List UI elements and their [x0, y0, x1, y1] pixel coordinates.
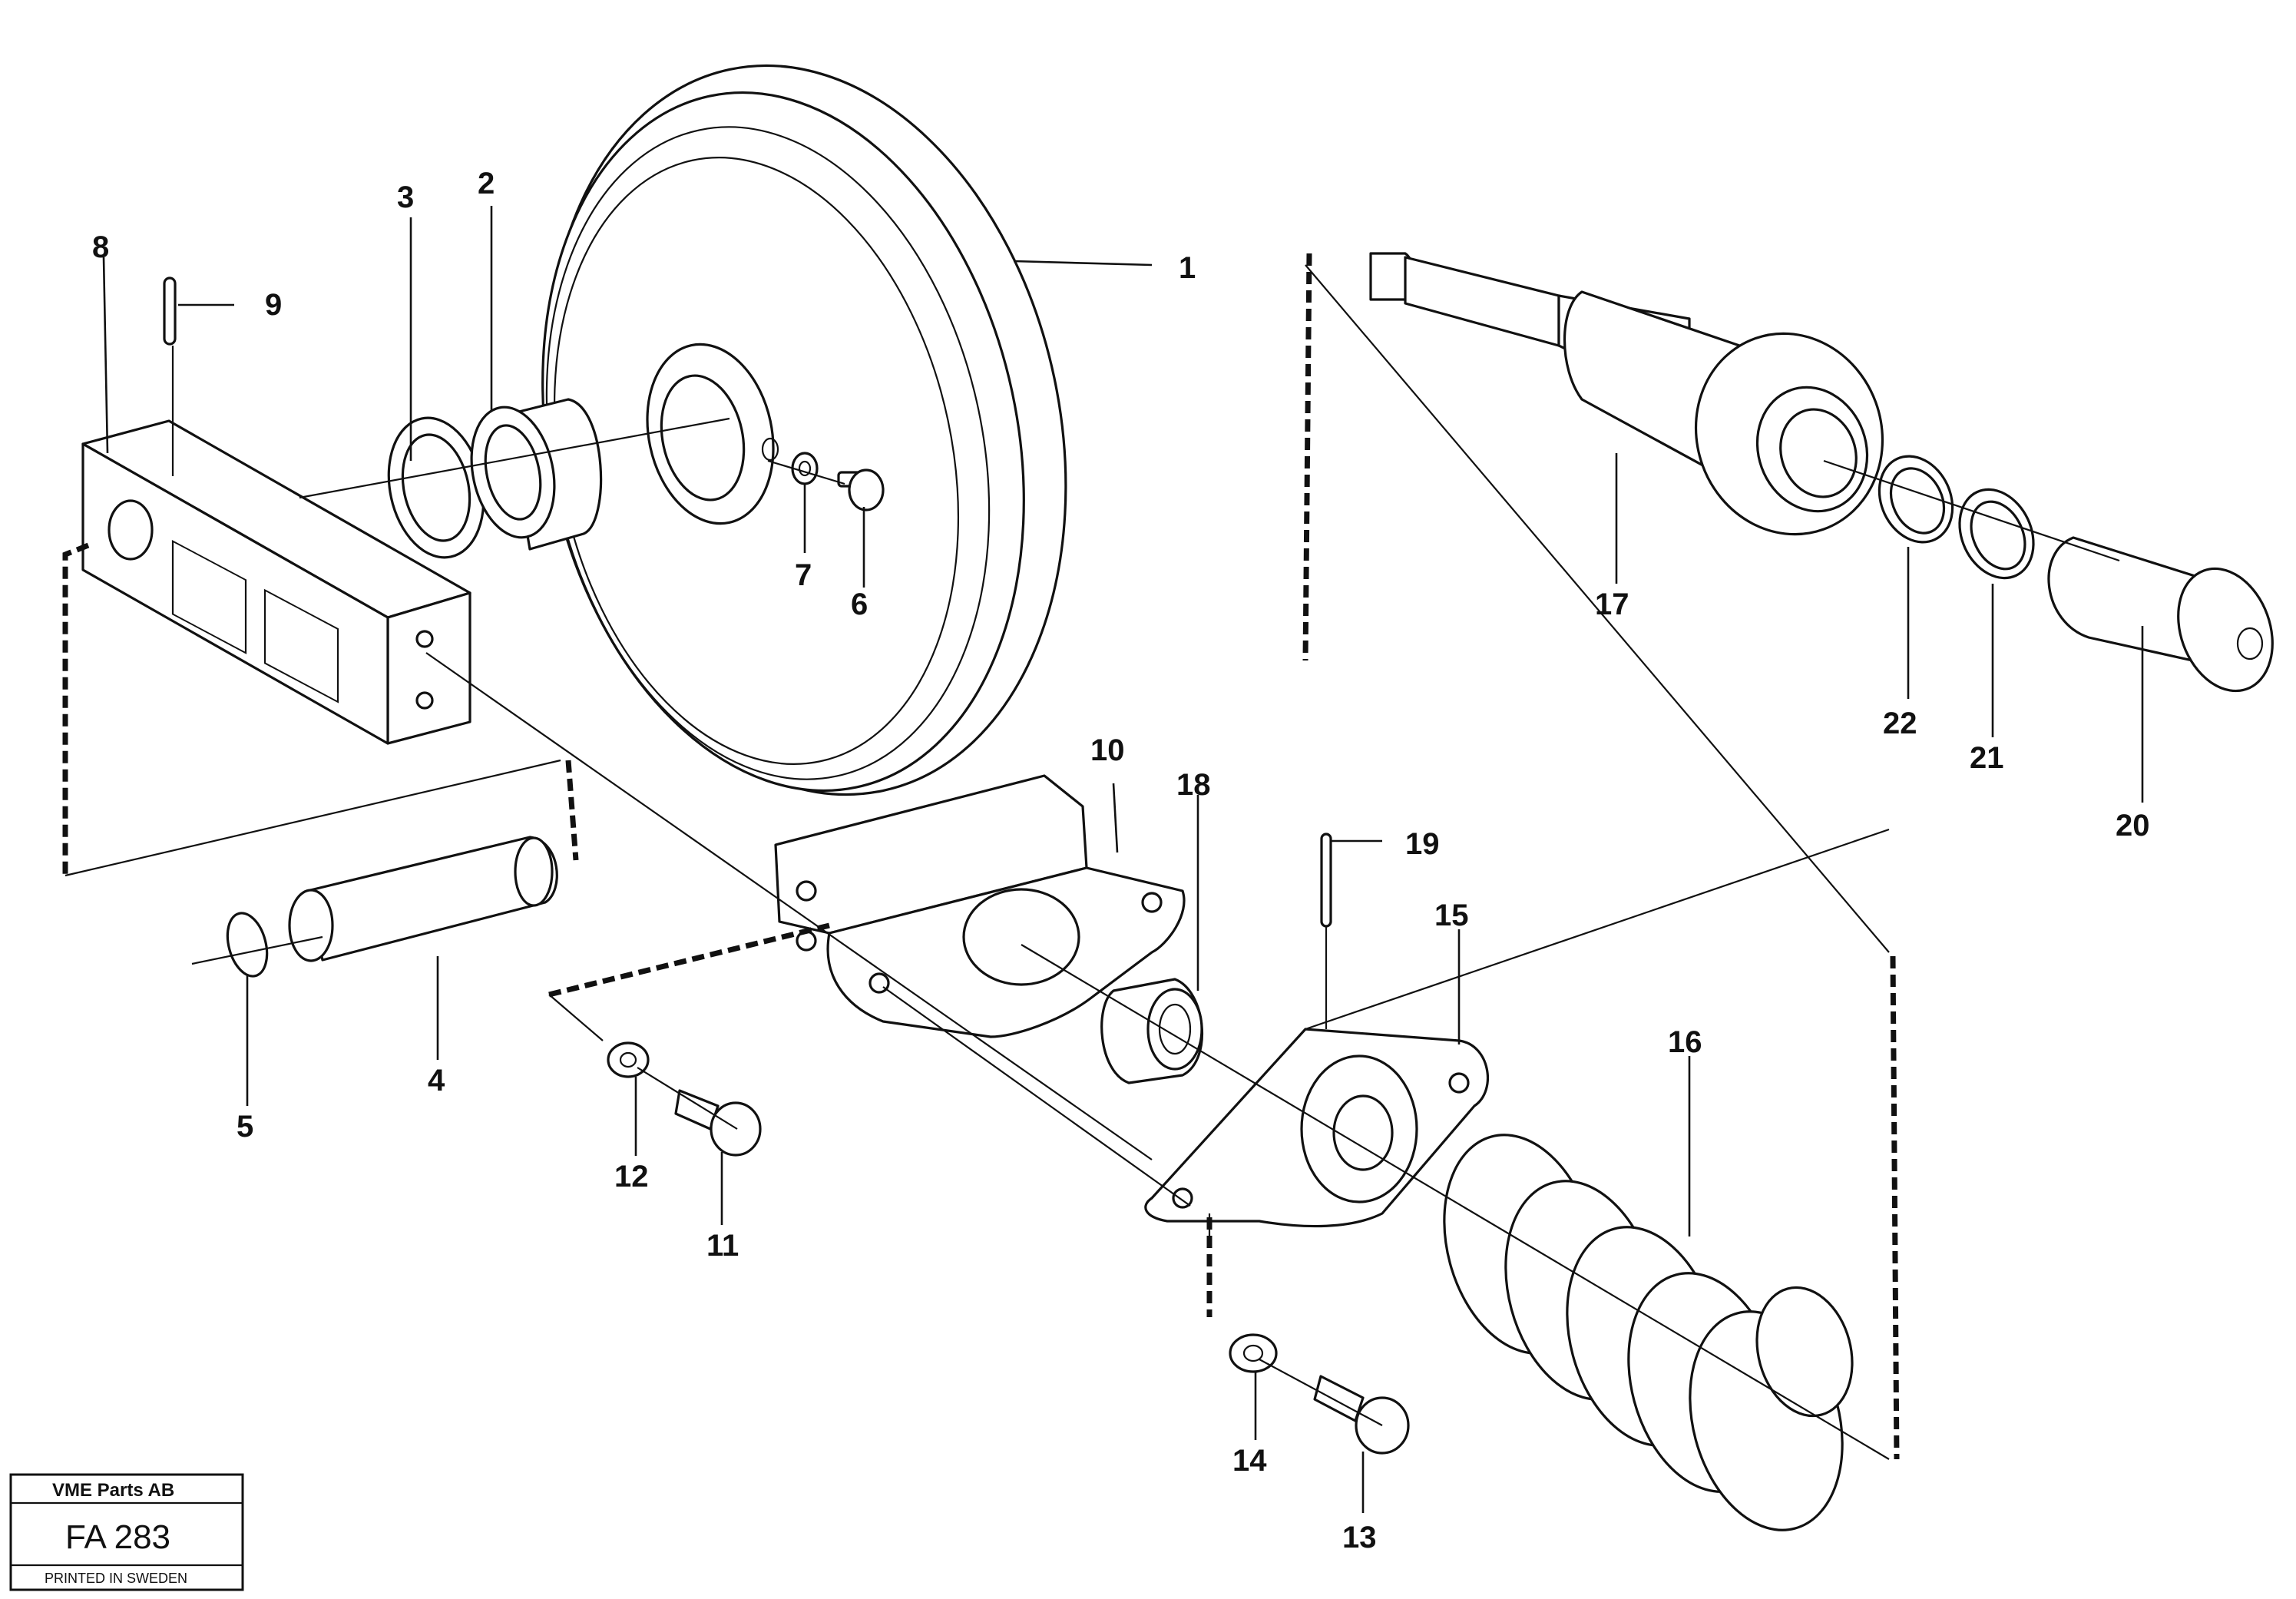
assembly-lines — [171, 264, 2120, 1460]
callout-7: 7 — [795, 558, 812, 592]
ring-21 — [1958, 488, 2035, 580]
washer-14 — [1229, 1333, 1278, 1373]
callout-17: 17 — [1595, 588, 1629, 621]
callout-10: 10 — [1090, 733, 1125, 767]
title-block: VME Parts AB FA 283 PRINTED IN SWEDEN — [9, 1473, 244, 1591]
seal-ring-3 — [387, 416, 485, 559]
ring-5 — [226, 912, 269, 978]
pin-9 — [163, 276, 177, 346]
callout-1: 1 — [1179, 251, 1196, 285]
callout-9: 9 — [265, 288, 282, 322]
bolt-11 — [674, 1089, 762, 1157]
callout-22: 22 — [1883, 707, 1917, 740]
callout-15: 15 — [1434, 899, 1469, 932]
callout-13: 13 — [1342, 1521, 1377, 1554]
bushing-2 — [470, 398, 603, 551]
callout-20: 20 — [2116, 809, 2150, 843]
callouts: 1 2 3 8 9 6 7 10 18 19 15 16 17 22 21 20… — [92, 167, 2150, 1554]
bolt-13 — [1313, 1375, 1410, 1455]
leader-lines — [102, 206, 2144, 1513]
spring-seat-15 — [1144, 1028, 1489, 1228]
idler-wheel — [541, 64, 1067, 796]
group-dashed-lines — [62, 253, 1900, 1460]
pin-19 — [1320, 833, 1332, 928]
title-block-code: FA 283 — [65, 1518, 170, 1556]
pin-4 — [288, 836, 558, 962]
callout-14: 14 — [1232, 1444, 1267, 1478]
washer-12 — [607, 1041, 650, 1078]
screw-6 — [837, 468, 885, 511]
title-block-company: VME Parts AB — [52, 1480, 174, 1501]
title-block-printed: PRINTED IN SWEDEN — [45, 1571, 187, 1586]
guide-bracket — [81, 419, 471, 745]
callout-18: 18 — [1176, 768, 1211, 802]
callout-6: 6 — [851, 588, 868, 621]
callout-2: 2 — [478, 167, 495, 200]
callout-19: 19 — [1405, 827, 1440, 861]
callout-12: 12 — [614, 1160, 649, 1193]
ring-22 — [1877, 455, 1954, 544]
callout-8: 8 — [92, 230, 109, 264]
callout-16: 16 — [1668, 1025, 1702, 1059]
callout-11: 11 — [706, 1229, 739, 1263]
shaft-17 — [1369, 252, 1884, 536]
pin-20 — [2047, 536, 2274, 693]
callout-4: 4 — [428, 1064, 445, 1097]
callout-21: 21 — [1970, 741, 2004, 775]
callout-3: 3 — [397, 180, 414, 214]
spring-16 — [1443, 1134, 1854, 1531]
callout-5: 5 — [237, 1110, 253, 1144]
nut-18 — [1100, 978, 1204, 1084]
